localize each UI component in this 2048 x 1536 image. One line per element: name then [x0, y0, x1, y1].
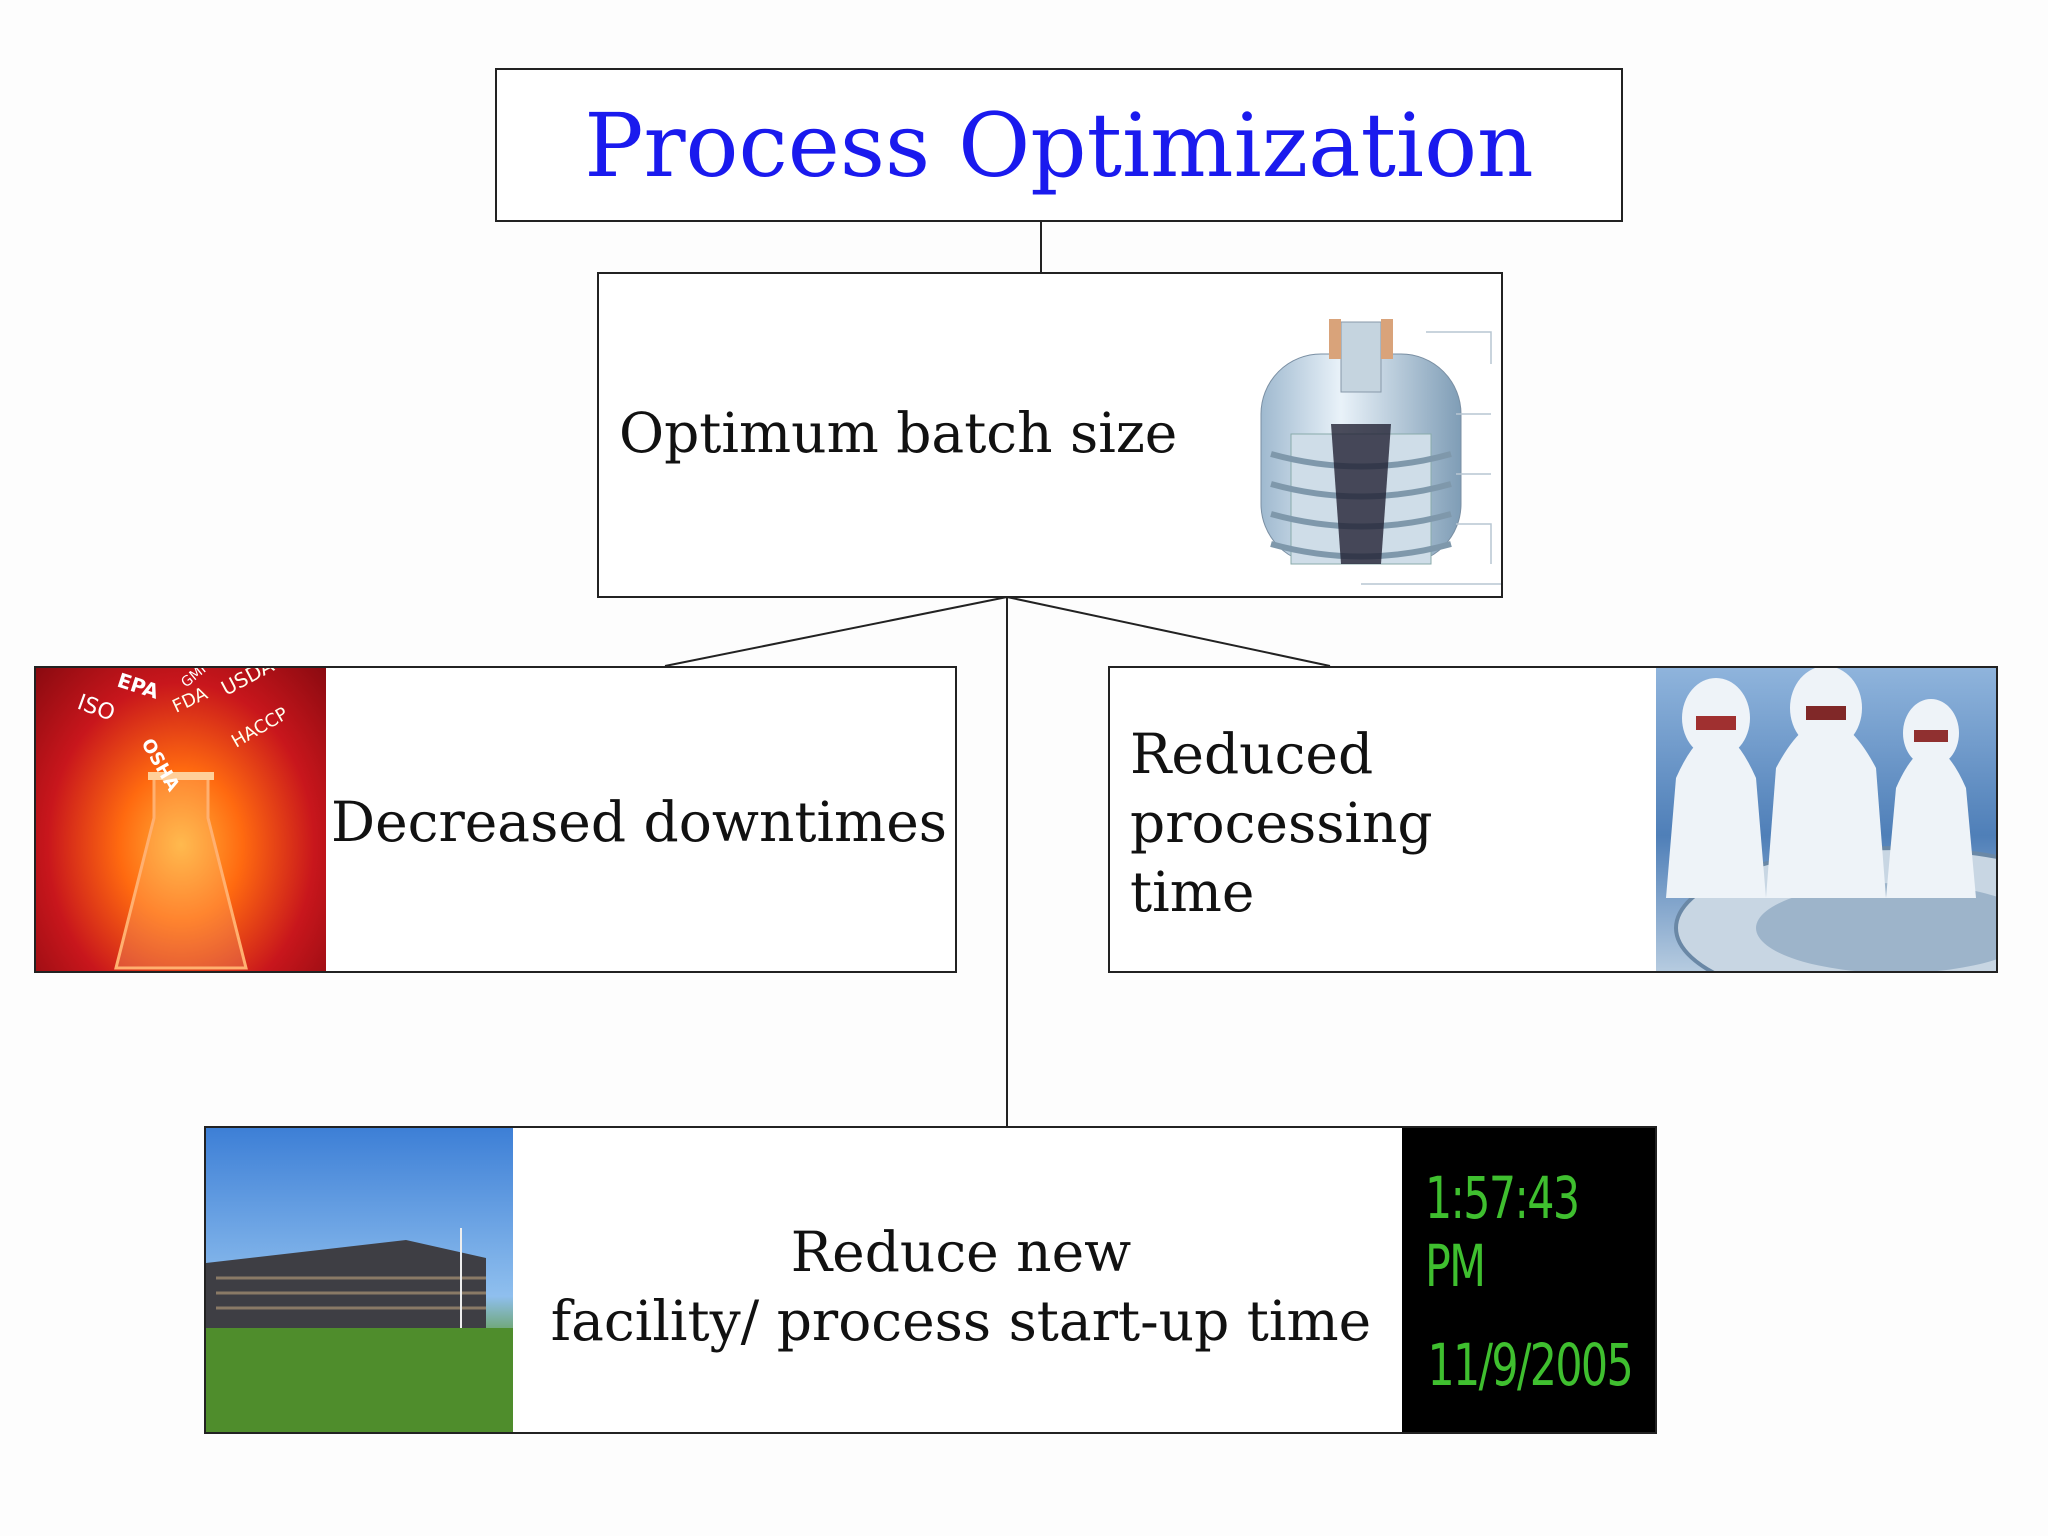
node-reduced-processing-time: Reduced processing time	[1108, 666, 1998, 973]
regulatory-word: HACCP	[228, 703, 292, 752]
cleanroom-workers-image	[1656, 668, 1996, 971]
facility-building-image	[206, 1128, 513, 1432]
node-optimum-batch-size: Optimum batch size	[597, 272, 1503, 598]
node-reduce-startup-time: Reduce new facility/ process start-up ti…	[204, 1126, 1657, 1434]
label-line: Reduced	[1130, 722, 1374, 786]
regulatory-word: EPA	[114, 668, 162, 704]
page-title: Process Optimization	[584, 93, 1534, 197]
regulatory-word: ISO	[74, 690, 118, 726]
node-decreased-downtimes: EPA ISO FDA USDA HACCP GMP OSHA Decrease…	[34, 666, 957, 973]
node-label: Optimum batch size	[619, 401, 1178, 465]
node-label: Reduce new facility/ process start-up ti…	[526, 1218, 1396, 1356]
filter-cartridge-image	[1231, 314, 1501, 596]
node-label: Decreased downtimes	[331, 790, 947, 854]
clock-time: 1:57:43 PM	[1424, 1163, 1580, 1300]
clock-date: 11/9/2005	[1427, 1330, 1633, 1399]
digital-clock-image: 1:57:43 PM 11/9/2005	[1402, 1128, 1655, 1432]
node-label: Reduced processing time	[1130, 720, 1433, 926]
label-line: time	[1130, 859, 1255, 924]
regulatory-word: USDA	[217, 668, 278, 700]
label-line: Reduce new	[790, 1220, 1132, 1284]
label-line: facility/ process start-up time	[550, 1288, 1372, 1353]
title-box: Process Optimization	[495, 68, 1623, 222]
regulatory-flask-image: EPA ISO FDA USDA HACCP GMP OSHA	[36, 668, 326, 971]
label-line: processing	[1130, 790, 1433, 855]
